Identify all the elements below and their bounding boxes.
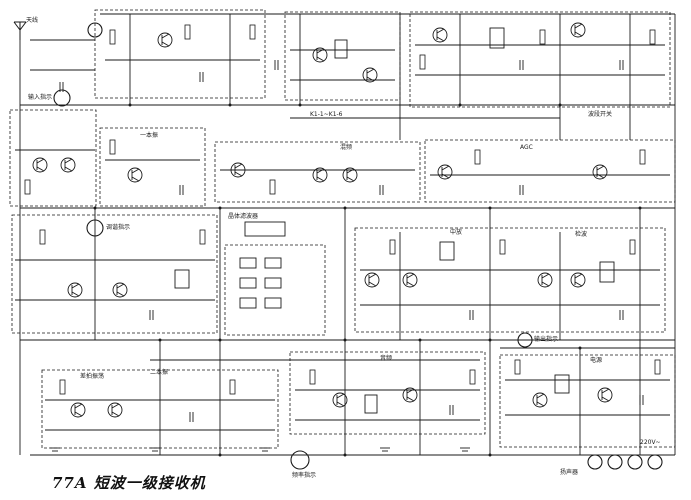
module-osc1 — [99, 127, 206, 207]
transistor-bg20 — [70, 402, 86, 418]
transistor-bg9 — [230, 162, 246, 178]
label-if-amp: 中放 — [450, 229, 463, 236]
transistor-bg21 — [107, 402, 123, 418]
transistor-bg5 — [312, 47, 328, 63]
module-xtal-filter — [224, 244, 326, 336]
label-power: 电源 — [590, 357, 603, 364]
speaker-icon — [587, 454, 603, 470]
module-top-right — [409, 11, 671, 108]
label-mains: 220V~ — [640, 439, 661, 446]
transistor-bg23 — [402, 387, 418, 403]
label-input-meter: 输入指示 — [28, 94, 53, 101]
transistor-bg1 — [32, 157, 48, 173]
module-top-left — [94, 9, 266, 99]
label-tuning-meter: 调谐指示 — [106, 224, 131, 231]
transistor-bg17 — [402, 272, 418, 288]
label-switch-ref: K1-1~K1-6 — [310, 111, 343, 118]
label-band-switch: 波段开关 — [588, 111, 613, 118]
transistor-bg18 — [537, 272, 553, 288]
input-meter-icon — [53, 89, 71, 107]
label-bfo: 差拍振荡 — [80, 373, 105, 380]
label-antenna: 天线 — [26, 17, 39, 24]
label-output-meter: 输出指示 — [534, 336, 559, 343]
label-speaker: 扬声器 — [560, 469, 579, 476]
schematic-title: 77A 短波一级接收机 — [52, 474, 206, 492]
transistor-bg8 — [570, 22, 586, 38]
transistor-bg22 — [332, 392, 348, 408]
output-meter-icon — [517, 332, 533, 348]
transistor-bg25 — [597, 387, 613, 403]
tuning-meter-icon — [86, 219, 104, 237]
transistor-bg7 — [432, 27, 448, 43]
transistor-bg3 — [127, 167, 143, 183]
dial-top — [87, 22, 103, 38]
transistor-bg12 — [437, 164, 453, 180]
transistor-bg19 — [570, 272, 586, 288]
label-mixer: 混频 — [340, 144, 353, 151]
transistor-bg24 — [532, 392, 548, 408]
label-xtal-filter: 晶体滤波器 — [228, 213, 259, 220]
transistor-bg2 — [60, 157, 76, 173]
module-audio — [289, 351, 486, 435]
module-detector — [354, 227, 666, 333]
module-mixer — [214, 141, 421, 203]
label-osc2: 二本振 — [150, 369, 169, 376]
transistor-bg15 — [112, 282, 128, 298]
transistor-bg10 — [312, 167, 328, 183]
module-rf-input — [9, 109, 97, 207]
module-top-mid — [284, 11, 401, 101]
label-detector: 检波 — [575, 231, 588, 238]
label-osc1: 一本振 — [140, 132, 159, 139]
transistor-bg4 — [157, 32, 173, 48]
transistor-bg11 — [342, 167, 358, 183]
transistor-bg6 — [362, 67, 378, 83]
transistor-bg13 — [592, 164, 608, 180]
module-power — [499, 354, 676, 448]
transistor-bg14 — [67, 282, 83, 298]
module-if-strip — [11, 214, 218, 334]
transistor-bg16 — [364, 272, 380, 288]
label-agc: AGC — [520, 144, 533, 151]
label-audio: 音频 — [380, 355, 393, 362]
label-freq-meter: 频率指示 — [292, 472, 317, 479]
module-agc — [424, 139, 676, 203]
freq-meter-icon — [290, 450, 310, 470]
